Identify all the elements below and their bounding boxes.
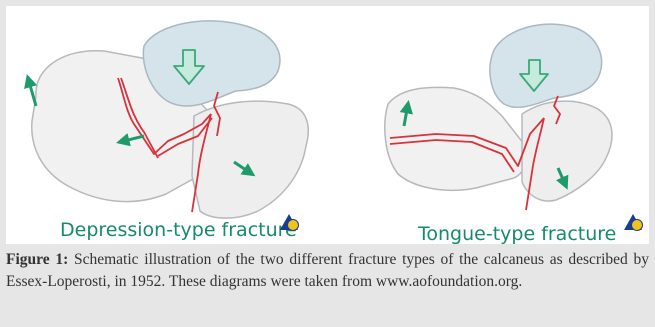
figure-caption-text: Schematic illustration of the two differ…: [6, 251, 649, 290]
depression-type-label: Depression-type fracture: [60, 219, 297, 241]
figure-caption-label: Figure 1:: [6, 251, 68, 268]
talus-right: [490, 24, 602, 107]
diagram-svg: Depression-type fracture: [6, 6, 649, 244]
figure-caption: Figure 1: Schematic illustration of the …: [6, 249, 649, 293]
tongue-type-label: Tongue-type fracture: [417, 223, 616, 244]
ao-logo-icon-right: [624, 214, 643, 231]
fracture-diagram: Depression-type fracture: [6, 6, 649, 244]
tongue-type-illustration: Tongue-type fracture: [385, 24, 643, 244]
talus-left: [143, 21, 280, 106]
depression-type-illustration: Depression-type fracture: [28, 21, 308, 241]
